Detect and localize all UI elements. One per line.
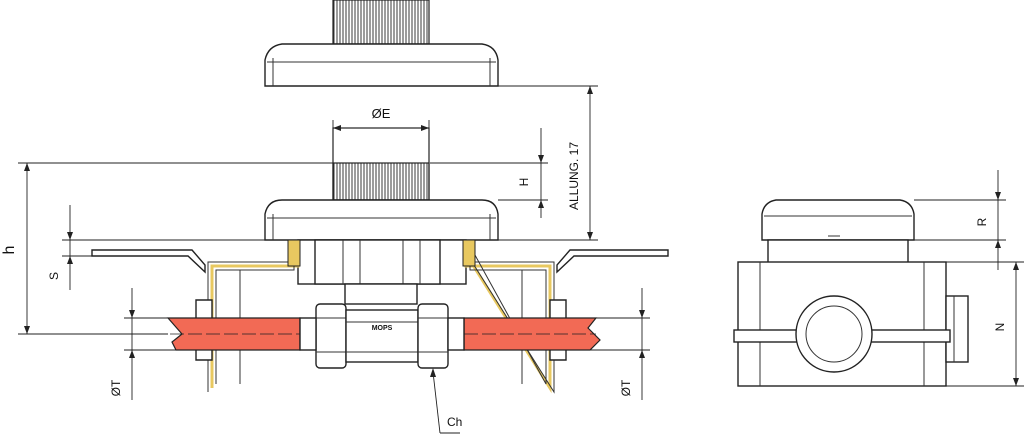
front-view: MOPS ØE H ALLUNG. 17: [1, 0, 669, 434]
dimension-extension: ALLUNG. 17: [498, 85, 598, 241]
dimension-t-right: ØT: [590, 288, 650, 400]
stem-body: [297, 239, 467, 305]
s-label: S: [47, 272, 61, 280]
diameter-e-label: ØE: [372, 106, 391, 121]
n-label: N: [993, 323, 1007, 332]
dimension-diameter-e: ØE: [332, 106, 430, 136]
dimension-r: R: [914, 170, 1006, 270]
dimension-h-lower: h: [1, 162, 333, 335]
extension-label: ALLUNG. 17: [567, 142, 581, 210]
ball-valve: MOPS: [299, 303, 465, 369]
knob-extended: [264, 0, 499, 87]
dimension-t-left: ØT: [109, 288, 176, 400]
side-view: R N: [733, 170, 1024, 387]
brand-label: MOPS: [372, 325, 393, 332]
dimension-n: N: [946, 261, 1024, 387]
r-label: R: [975, 217, 989, 226]
h-upper-label: H: [517, 178, 531, 187]
t-right-label: ØT: [619, 379, 633, 396]
t-left-label: ØT: [109, 379, 123, 396]
dimension-h-upper: H: [430, 128, 548, 218]
dimension-s: S: [47, 205, 265, 290]
dimension-ch: Ch: [430, 368, 462, 434]
ch-label: Ch: [447, 415, 462, 429]
knob: [264, 127, 499, 241]
h-lower-label: h: [1, 246, 18, 255]
